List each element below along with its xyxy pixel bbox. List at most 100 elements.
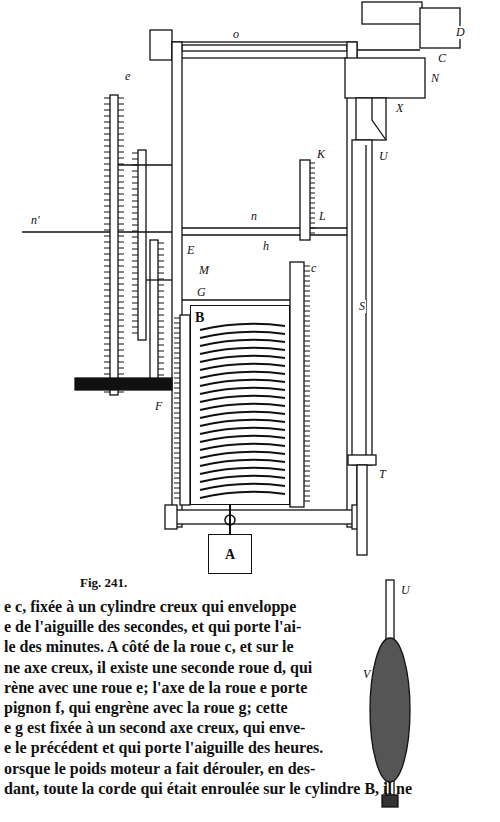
gear-tooth [310,178,315,179]
drawing-stroke [110,95,118,395]
gear-tooth [104,356,110,357]
gear-tooth [174,363,180,364]
cord-winding [200,340,285,346]
drawing-stroke [182,45,347,51]
drawing-stroke [150,240,158,380]
callout-letter: E [186,244,195,257]
gear-tooth [104,350,110,351]
gear-tooth [158,369,164,370]
gear-tooth [304,396,310,397]
gear-tooth [118,362,124,363]
gear-tooth [174,443,180,444]
part-letter: B [193,310,206,325]
gear-tooth [104,230,110,231]
gear-tooth [118,242,124,243]
gear-tooth [118,182,124,183]
gear-tooth [304,456,310,457]
gear-tooth [118,146,124,147]
cord-winding [200,420,285,426]
cord-winding [200,364,285,370]
gear-tooth [132,225,138,226]
gear-tooth [118,302,124,303]
gear-tooth [118,326,124,327]
gear-tooth [310,188,315,189]
gear-tooth [118,368,124,369]
gear-tooth [174,423,180,424]
gear-tooth [132,255,138,256]
figure-caption: Fig. 241. [80,576,127,590]
gear-tooth [104,194,110,195]
gear-tooth [304,336,310,337]
gear-tooth [104,254,110,255]
drawing-stroke [75,378,172,390]
gear-tooth [104,278,110,279]
gear-tooth [104,146,110,147]
gear-train [22,95,347,507]
gear-tooth [104,320,110,321]
gear-tooth [104,176,110,177]
gear-tooth [304,451,310,452]
gear-tooth [304,341,310,342]
gear-tooth [174,413,180,414]
drawing-stroke [180,315,190,505]
gear-tooth [118,266,124,267]
gear-tooth [174,498,180,499]
gear-tooth [158,315,164,316]
gear-tooth [118,254,124,255]
drawing-stroke [382,795,398,807]
gear-tooth [132,153,138,154]
gear-tooth [174,343,180,344]
callout-letter: c [310,262,317,275]
callout-letter: h [262,240,270,253]
gear-tooth [104,284,110,285]
gear-tooth [104,368,110,369]
gear-tooth [132,303,138,304]
gear-tooth [104,374,110,375]
drawing-stroke [357,49,420,50]
gear-tooth [118,260,124,261]
cord-winding [200,412,285,418]
body-text-line: e g est fixée à un second axe creux, qui… [4,719,305,737]
gear-tooth [118,386,124,387]
drawing-stroke [150,30,172,60]
clock-frame [150,30,364,529]
gear-tooth [174,458,180,459]
gear-tooth [174,338,180,339]
gear-tooth [118,200,124,201]
gear-tooth [104,290,110,291]
gear-tooth [132,195,138,196]
gear-tooth [132,213,138,214]
cord-winding [200,380,285,386]
drawing-stroke [118,231,172,232]
gear-tooth [174,428,180,429]
gear-tooth [174,493,180,494]
gear-tooth [304,366,310,367]
gear-tooth [158,249,164,250]
drawing-stroke [356,98,386,140]
gear-tooth [310,173,315,174]
gear-tooth [304,276,310,277]
gear-tooth [104,134,110,135]
body-text-line: ne axe creux, il existe une seconde roue… [4,659,312,677]
drawing-stroke [348,455,376,465]
gear-tooth [174,473,180,474]
gear-tooth [104,116,110,117]
drawing-stroke [138,150,146,340]
gear-tooth [304,441,310,442]
gear-tooth [304,501,310,502]
gear-tooth [104,206,110,207]
drawing-stroke [172,42,357,58]
gear-tooth [118,290,124,291]
gear-tooth [304,446,310,447]
gear-tooth [174,483,180,484]
gear-tooth [310,213,315,214]
gear-tooth [104,218,110,219]
gear-tooth [304,406,310,407]
gear-tooth [174,438,180,439]
gear-tooth [104,266,110,267]
gear-tooth [104,236,110,237]
gear-tooth [118,194,124,195]
callout-letter: o [232,28,240,41]
cord-winding [200,348,285,354]
